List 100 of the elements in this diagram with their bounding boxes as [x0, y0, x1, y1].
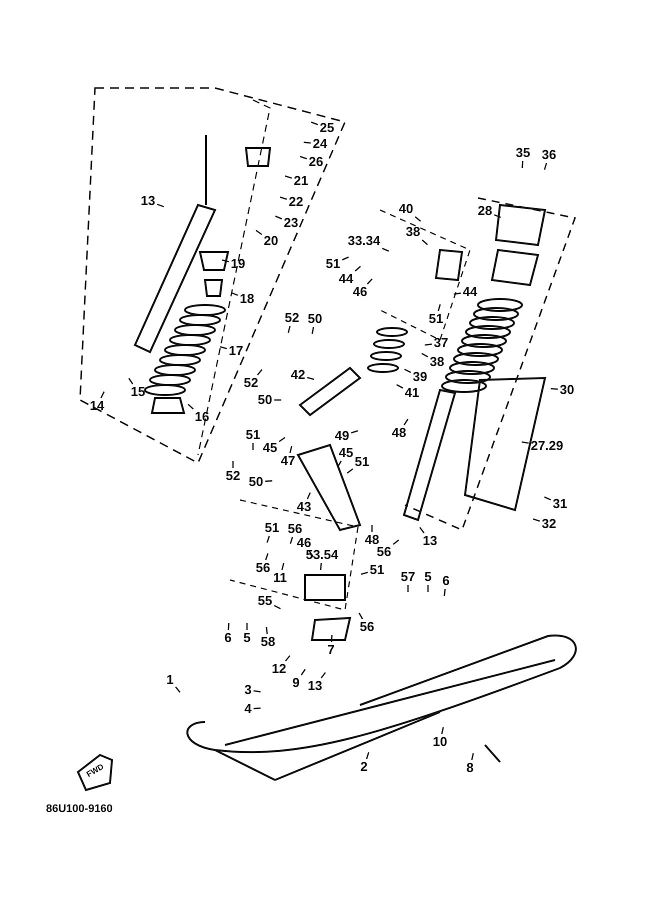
leader-line: [422, 240, 428, 246]
callout-number: 50: [256, 393, 274, 407]
leader-line: [222, 259, 229, 262]
leader-line: [100, 391, 105, 398]
callout-number: 41: [404, 386, 420, 400]
leader-line: [351, 430, 358, 434]
leader-line: [544, 496, 552, 500]
leader-line: [275, 216, 282, 220]
callout-number: 52: [224, 469, 242, 483]
leader-line: [254, 690, 261, 692]
callout-number: 44: [338, 272, 354, 286]
callout-number: 50: [248, 475, 264, 489]
callout-number: 38: [428, 355, 446, 369]
callout-number: 43: [296, 500, 312, 514]
leader-line: [360, 572, 368, 575]
leader-line: [320, 562, 322, 570]
callout-number: 52: [242, 376, 260, 390]
leader-line: [337, 460, 342, 468]
leader-line: [175, 686, 180, 693]
leader-line: [278, 436, 286, 442]
direction-label: FWD: [84, 762, 106, 779]
callout-number: 18: [238, 292, 256, 306]
callout-number: 10: [432, 735, 448, 749]
callout-number: 16: [194, 410, 210, 424]
callout-number: 32: [540, 517, 558, 531]
leader-line: [232, 461, 234, 468]
leader-line: [330, 634, 333, 642]
leader-line: [310, 122, 318, 126]
callout-number: 28: [476, 204, 494, 218]
leader-line: [289, 446, 292, 454]
callout-number: 3: [243, 683, 253, 697]
leader-line: [265, 480, 272, 482]
leader-line: [257, 369, 262, 376]
leader-line: [304, 142, 311, 144]
callout-number: 5: [242, 631, 252, 645]
leader-line: [427, 585, 429, 592]
callout-number: 23: [282, 216, 300, 230]
leader-line: [256, 230, 262, 236]
leader-line: [550, 388, 558, 390]
callout-number: 4: [243, 702, 253, 716]
leader-line: [156, 204, 164, 208]
leader-line: [281, 563, 284, 570]
leader-line: [441, 727, 444, 734]
leader-line: [312, 326, 314, 334]
callout-number: 17: [228, 344, 244, 358]
leader-line: [231, 292, 238, 296]
leader-line: [494, 214, 501, 218]
leader-line: [444, 588, 446, 596]
callout-number: 50: [306, 312, 324, 326]
leader-line: [396, 384, 404, 389]
leader-line: [308, 550, 314, 558]
callout-number: 46: [352, 285, 368, 299]
leader-line: [419, 527, 425, 534]
callout-number: 42: [290, 368, 306, 382]
leader-line: [346, 468, 354, 474]
leader-line: [266, 626, 268, 634]
leader-line: [220, 346, 227, 350]
callout-number: 48: [364, 533, 380, 547]
leader-line: [280, 196, 287, 200]
callout-number: 53.54: [304, 548, 340, 562]
callout-number: 47: [280, 454, 296, 468]
leader-line: [284, 175, 292, 179]
callout-number: 40: [398, 202, 414, 216]
leader-line: [265, 553, 269, 560]
leader-line: [366, 752, 370, 760]
callout-number: 22: [288, 195, 304, 209]
leader-line: [307, 376, 314, 380]
callout-number: 27.29: [530, 439, 564, 453]
callout-number: 51: [368, 563, 386, 577]
leader-line: [382, 248, 390, 252]
leader-line: [414, 216, 422, 222]
callout-number: 45: [338, 446, 354, 460]
leader-line: [320, 672, 326, 678]
leader-line: [392, 540, 400, 545]
callout-number: 30: [558, 383, 576, 397]
leader-line: [285, 655, 290, 662]
leader-line: [404, 368, 412, 373]
callout-number: 1: [165, 673, 175, 687]
leader-line: [421, 352, 428, 358]
leader-line: [407, 585, 409, 592]
callout-number: 51: [354, 455, 370, 469]
callout-number: 19: [230, 257, 246, 271]
callout-number: 56: [254, 561, 272, 575]
callout-number: 46: [296, 536, 312, 550]
callout-number: 31: [552, 497, 568, 511]
callout-number: 39: [412, 370, 428, 384]
callout-number: 51: [244, 428, 262, 442]
callout-number: 8: [465, 761, 475, 775]
leader-line: [454, 292, 461, 295]
leader-line: [342, 256, 349, 260]
callout-number: 55: [256, 594, 274, 608]
leader-line: [228, 622, 230, 630]
callout-number: 24: [312, 137, 328, 151]
leader-line: [366, 278, 373, 284]
callout-number: 57: [400, 570, 416, 584]
callout-number: 45: [262, 441, 278, 455]
callout-number: 38: [404, 225, 422, 239]
leader-line: [254, 707, 261, 710]
leader-line: [300, 156, 308, 160]
leader-line: [544, 162, 548, 170]
